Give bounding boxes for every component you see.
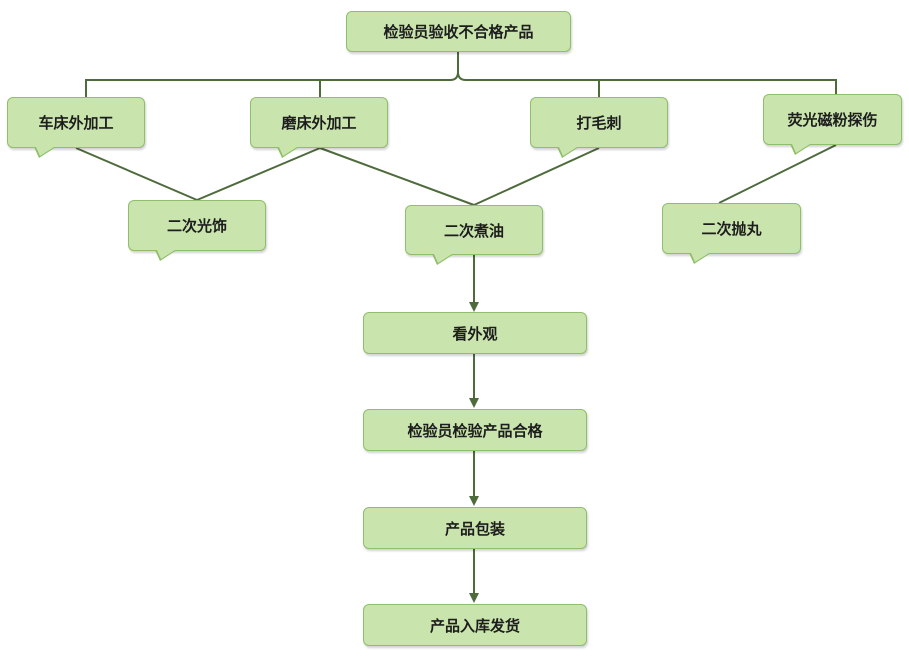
node-inspector-receives-nonconforming: 检验员验收不合格产品 xyxy=(346,11,571,52)
top-branch-connector xyxy=(85,52,459,97)
node-warehouse-and-shipping: 产品入库发货 xyxy=(363,604,587,646)
node-deburring: 打毛刺 xyxy=(530,97,668,158)
top-branch-connector xyxy=(457,71,837,94)
node-inspector-confirms-qualified: 检验员检验产品合格 xyxy=(363,409,587,451)
node-second-shot-blasting: 二次抛丸 xyxy=(662,203,801,264)
deburr-to-oil-connector xyxy=(473,147,600,206)
node-lathe-machining: 车床外加工 xyxy=(7,97,145,158)
node-visual-inspection: 看外观 xyxy=(363,312,587,354)
node-fluorescent-magnetic-inspection: 荧光磁粉探伤 xyxy=(763,94,902,155)
fluorescent-to-shotblast-connector xyxy=(718,144,837,204)
grinder-to-oil-connector xyxy=(319,147,475,206)
node-grinder-machining: 磨床外加工 xyxy=(250,97,388,158)
lathe-to-finishing-connector xyxy=(75,147,198,201)
node-second-oil-boiling: 二次煮油 xyxy=(405,205,543,265)
node-product-packaging: 产品包装 xyxy=(363,507,587,549)
node-second-finishing: 二次光饰 xyxy=(128,200,266,261)
grinder-to-finishing-connector xyxy=(196,147,321,201)
